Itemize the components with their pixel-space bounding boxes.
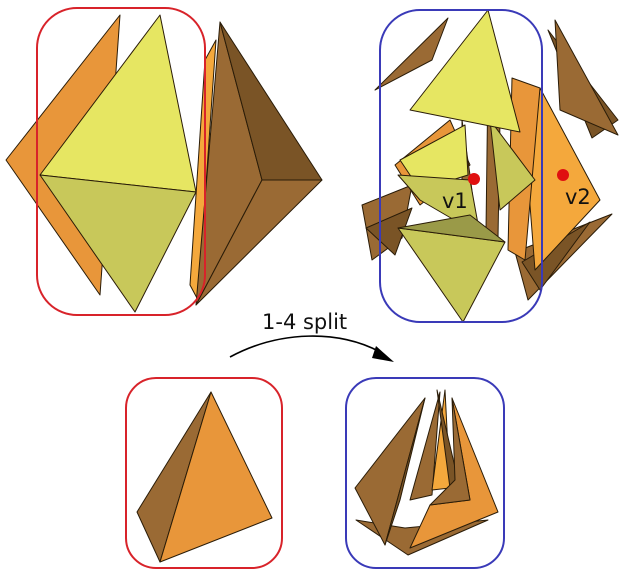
right-group-outline — [379, 9, 543, 323]
vertex-v1-marker — [468, 173, 480, 185]
left-group-outline — [36, 7, 206, 316]
single-tet-outline — [125, 377, 283, 569]
right-brown-lower — [195, 179, 323, 306]
operation-label: 1-4 split — [262, 310, 347, 334]
top-yellow-tet — [409, 9, 521, 133]
split-tet-outline — [345, 377, 505, 569]
shard-top-left — [374, 17, 449, 91]
split-tetrahedron — [354, 389, 499, 556]
exploded-mesh — [361, 9, 619, 323]
lower-yellow-face — [39, 174, 197, 313]
vertex-v2-label: v2 — [565, 185, 591, 209]
split-mid-shard — [409, 391, 441, 501]
vertex-v1-label: v1 — [442, 189, 468, 213]
split-left-dark — [384, 397, 426, 546]
split-right-inner — [429, 397, 471, 506]
tet-right-face — [159, 391, 273, 563]
lower-olive-face — [397, 214, 506, 243]
vertex-v2-marker — [557, 169, 569, 181]
arrow-head — [372, 346, 394, 362]
shard-top-right-b — [554, 19, 619, 136]
original-mesh — [5, 14, 323, 313]
lower-yellow-cap — [397, 227, 506, 323]
single-tetrahedron — [136, 391, 273, 563]
inner-yellow-right — [489, 119, 536, 211]
curved-arrow-icon — [229, 335, 381, 358]
